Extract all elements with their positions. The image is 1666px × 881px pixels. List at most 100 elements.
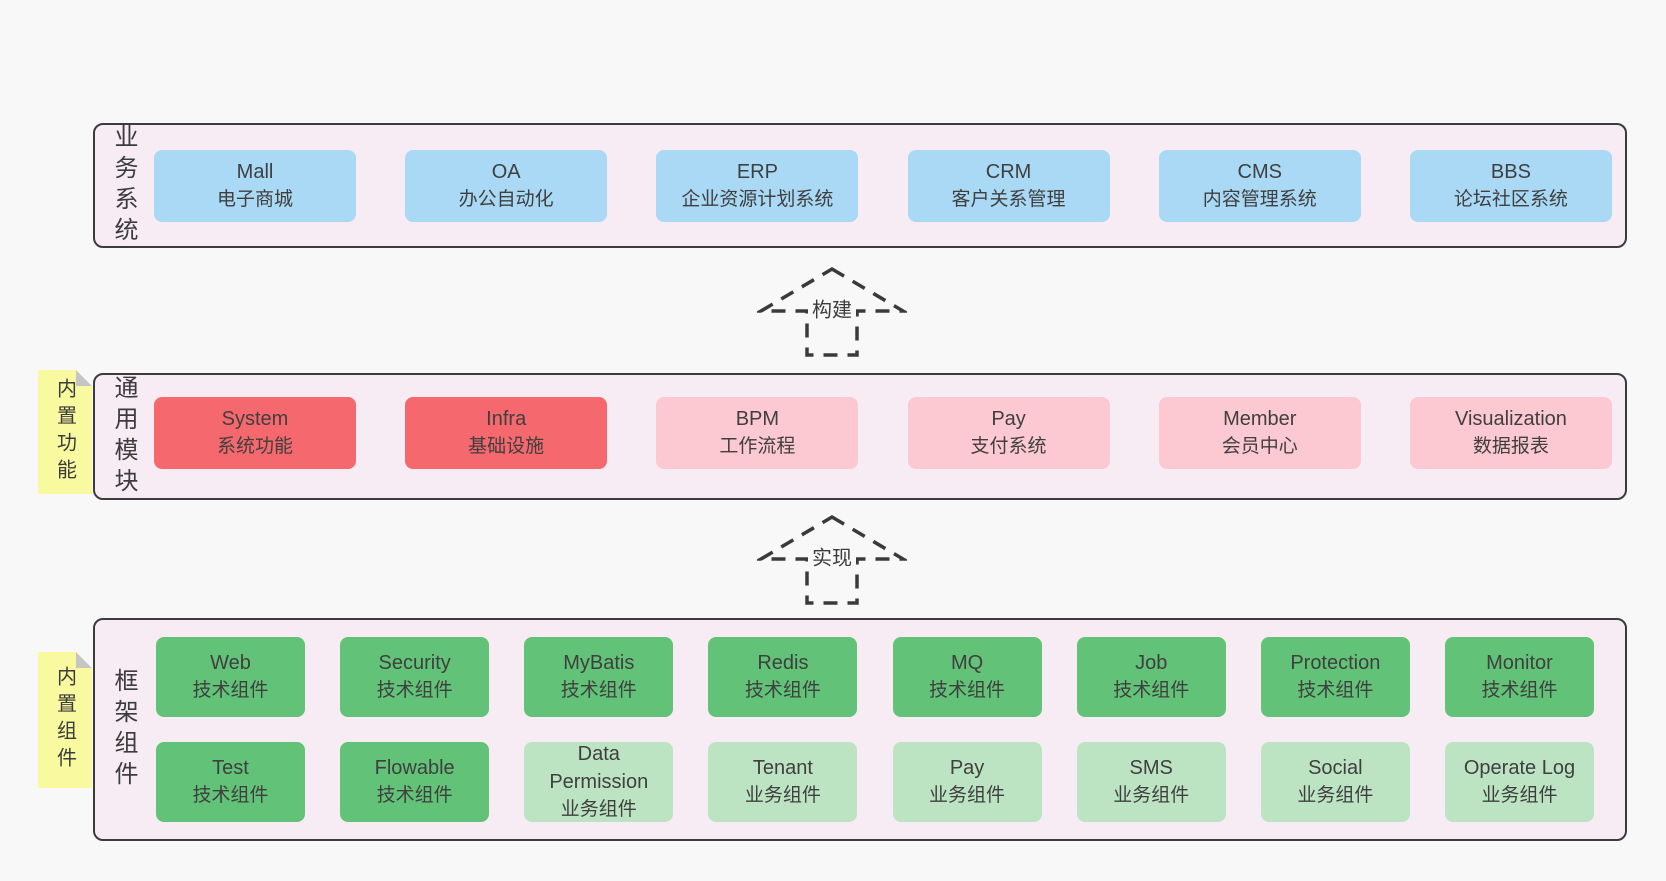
box-tenant: Tenant 业务组件: [708, 742, 858, 822]
box-web: Web 技术组件: [156, 637, 305, 717]
sticky-note-label: 内置组件: [53, 666, 76, 774]
box-redis: Redis 技术组件: [708, 637, 858, 717]
box-title: Monitor: [1486, 652, 1553, 674]
dashed-up-arrow-icon: [757, 266, 907, 357]
box-sms: SMS 业务组件: [1076, 742, 1226, 822]
box-title: Web: [210, 652, 251, 674]
box-test: Test 技术组件: [156, 742, 305, 822]
box-security: Security 技术组件: [340, 637, 490, 717]
box-oa: OA 办公自动化: [405, 150, 608, 222]
box-subtitle: 客户关系管理: [951, 189, 1066, 210]
box-mall: Mall 电子商城: [154, 150, 356, 222]
box-crm: CRM 客户关系管理: [907, 150, 1110, 222]
dashed-up-arrow-icon: [757, 514, 907, 605]
box-mybatis: MyBatis 技术组件: [524, 637, 674, 717]
box-pay: Pay 支付系统: [907, 397, 1110, 469]
box-title: Pay: [991, 408, 1026, 430]
box-infra: Infra 基础设施: [405, 397, 608, 469]
box-subtitle: 技术组件: [192, 680, 269, 701]
box-title: Test: [212, 757, 249, 779]
panel-side-label: 框架组件: [110, 667, 137, 792]
box-pay: Pay 业务组件: [892, 742, 1042, 822]
box-bbs: BBS 论坛社区系统: [1409, 150, 1612, 222]
box-subtitle: 技术组件: [560, 680, 637, 701]
box-subtitle: 技术组件: [1297, 680, 1374, 701]
box-title: Mall: [236, 161, 274, 183]
implement-arrow: 实现: [757, 514, 907, 606]
box-title: MQ: [950, 652, 984, 674]
box-subtitle: 数据报表: [1472, 436, 1549, 457]
build-arrow: 构建: [757, 266, 907, 358]
folded-corner-icon: [76, 370, 92, 386]
panel-side-label: 业务系统: [110, 123, 137, 248]
box-data-permission: Data Permission 业务组件: [524, 742, 674, 822]
box-subtitle: 技术组件: [192, 785, 269, 806]
box-title: MyBatis: [563, 652, 635, 674]
sticky-note-label: 内置功能: [53, 378, 76, 486]
box-subtitle: 业务组件: [744, 785, 821, 806]
box-subtitle: 系统功能: [216, 436, 293, 457]
box-mq: MQ 技术组件: [892, 637, 1042, 717]
box-social: Social 业务组件: [1260, 742, 1410, 822]
box-title: BBS: [1490, 161, 1531, 183]
box-subtitle: 会员中心: [1221, 436, 1298, 457]
box-subtitle: 办公自动化: [458, 189, 554, 210]
box-subtitle: 技术组件: [376, 785, 453, 806]
panel-side-label: 通用模块: [110, 374, 137, 499]
box-subtitle: 业务组件: [1297, 785, 1374, 806]
box-title: Job: [1135, 652, 1168, 674]
box-flowable: Flowable 技术组件: [340, 742, 490, 822]
box-subtitle: 技术组件: [744, 680, 821, 701]
box-title: OA: [491, 161, 521, 183]
sticky-note-built-in-components: 内置组件: [38, 652, 92, 788]
box-subtitle: 工作流程: [719, 436, 796, 457]
box-title: Infra: [486, 408, 527, 430]
box-system: System 系统功能: [154, 397, 356, 469]
box-subtitle: 业务组件: [1481, 785, 1558, 806]
folded-corner-icon: [76, 652, 92, 668]
box-monitor: Monitor 技术组件: [1444, 637, 1594, 717]
box-title: Social: [1308, 757, 1363, 779]
box-title: Member: [1223, 408, 1297, 430]
box-subtitle: 技术组件: [1481, 680, 1558, 701]
box-subtitle: 基础设施: [468, 436, 545, 457]
box-title: SMS: [1129, 757, 1173, 779]
box-subtitle: 技术组件: [376, 680, 453, 701]
box-visualization: Visualization 数据报表: [1409, 397, 1612, 469]
box-title: Visualization: [1454, 408, 1567, 430]
box-subtitle: 技术组件: [929, 680, 1006, 701]
box-subtitle: 业务组件: [929, 785, 1006, 806]
box-title: Operate Log: [1463, 757, 1576, 779]
box-subtitle: 技术组件: [1113, 680, 1190, 701]
box-subtitle: 内容管理系统: [1202, 189, 1317, 210]
box-subtitle: 业务组件: [1113, 785, 1190, 806]
box-subtitle: 业务组件: [560, 799, 637, 820]
box-subtitle: 论坛社区系统: [1453, 189, 1568, 210]
box-job: Job 技术组件: [1076, 637, 1226, 717]
box-subtitle: 支付系统: [970, 436, 1047, 457]
box-title: Pay: [949, 757, 985, 779]
box-title: CMS: [1237, 161, 1282, 183]
box-title: Redis: [757, 652, 809, 674]
box-title: Security: [378, 652, 451, 674]
box-operate-log: Operate Log 业务组件: [1444, 742, 1594, 822]
box-title: Data Permission: [549, 743, 649, 793]
box-title: CRM: [985, 161, 1032, 183]
box-member: Member 会员中心: [1158, 397, 1361, 469]
box-title: System: [221, 408, 289, 430]
box-subtitle: 电子商城: [216, 189, 293, 210]
box-title: Tenant: [752, 757, 813, 779]
box-title: ERP: [736, 161, 778, 183]
box-title: Flowable: [374, 757, 455, 779]
